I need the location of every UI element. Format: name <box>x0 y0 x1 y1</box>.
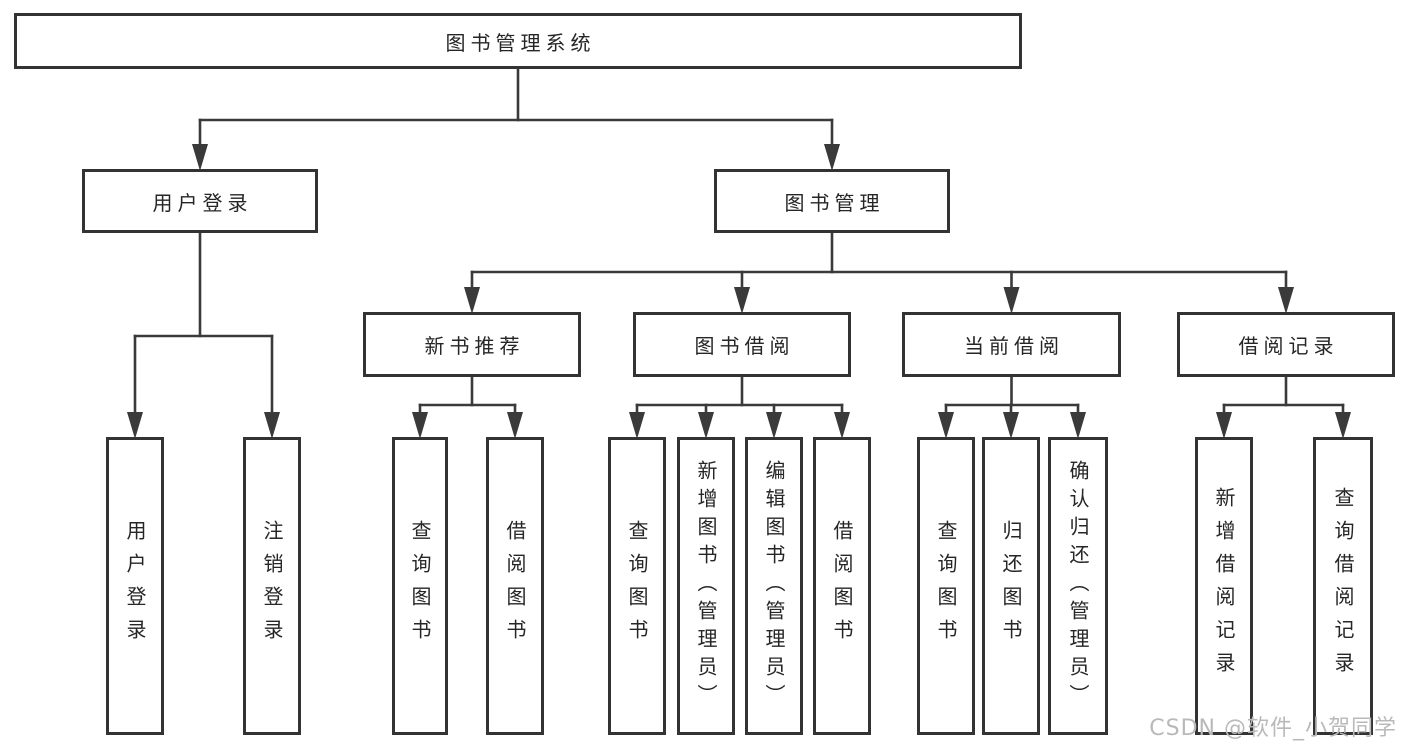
node-label: 新书推荐 <box>424 334 525 358</box>
node-label: 用户登录 <box>123 520 147 652</box>
node-label: 确认归还（管理员） <box>1066 460 1090 712</box>
node-label: 用户登录 <box>152 190 253 215</box>
node-label: 查询图书 <box>934 520 958 652</box>
node-leaf-query-book-2: 查询图书 <box>608 437 666 735</box>
node-label: 图书管理 <box>784 190 885 215</box>
node-leaf-borrow-book-2: 借阅图书 <box>813 437 871 735</box>
watermark: CSDN @软件_小贺同学 <box>1149 716 1397 741</box>
node-label: 借阅图书 <box>830 520 854 652</box>
node-book-borrow: 图书借阅 <box>633 312 851 377</box>
node-label: 编辑图书（管理员） <box>762 460 786 712</box>
node-new-book-recommend: 新书推荐 <box>363 312 581 377</box>
node-user-login: 用户登录 <box>82 169 318 233</box>
node-root: 图书管理系统 <box>14 13 1022 69</box>
node-label: 新增图书（管理员） <box>694 460 718 712</box>
node-label: 借阅记录 <box>1238 334 1339 358</box>
node-label: 查询图书 <box>625 520 649 652</box>
node-leaf-query-book-3: 查询图书 <box>917 437 975 735</box>
node-label: 新增借阅记录 <box>1212 487 1236 685</box>
node-label: 图书借阅 <box>694 334 795 358</box>
node-label: 借阅图书 <box>503 520 527 652</box>
node-leaf-query-book-1: 查询图书 <box>392 437 448 735</box>
node-leaf-add-book: 新增图书（管理员） <box>677 437 735 735</box>
node-label: 归还图书 <box>999 520 1023 652</box>
node-leaf-add-borrow-record: 新增借阅记录 <box>1195 437 1253 735</box>
node-label: 当前借阅 <box>964 334 1064 358</box>
node-label: 注销登录 <box>260 520 284 652</box>
node-leaf-query-borrow-record: 查询借阅记录 <box>1313 437 1373 735</box>
node-leaf-edit-book: 编辑图书（管理员） <box>745 437 803 735</box>
node-borrow-record: 借阅记录 <box>1177 312 1395 377</box>
node-leaf-confirm-return: 确认归还（管理员） <box>1048 437 1108 735</box>
node-current-borrow: 当前借阅 <box>902 312 1121 377</box>
node-label: 查询图书 <box>408 520 432 652</box>
node-book-manage: 图书管理 <box>714 169 950 233</box>
node-label: 图书管理系统 <box>445 30 596 55</box>
node-leaf-borrow-book-1: 借阅图书 <box>486 437 544 735</box>
node-leaf-logout: 注销登录 <box>243 437 301 735</box>
node-label: 查询借阅记录 <box>1331 487 1355 685</box>
node-leaf-return-book: 归还图书 <box>982 437 1040 735</box>
node-leaf-user-login: 用户登录 <box>106 437 164 735</box>
